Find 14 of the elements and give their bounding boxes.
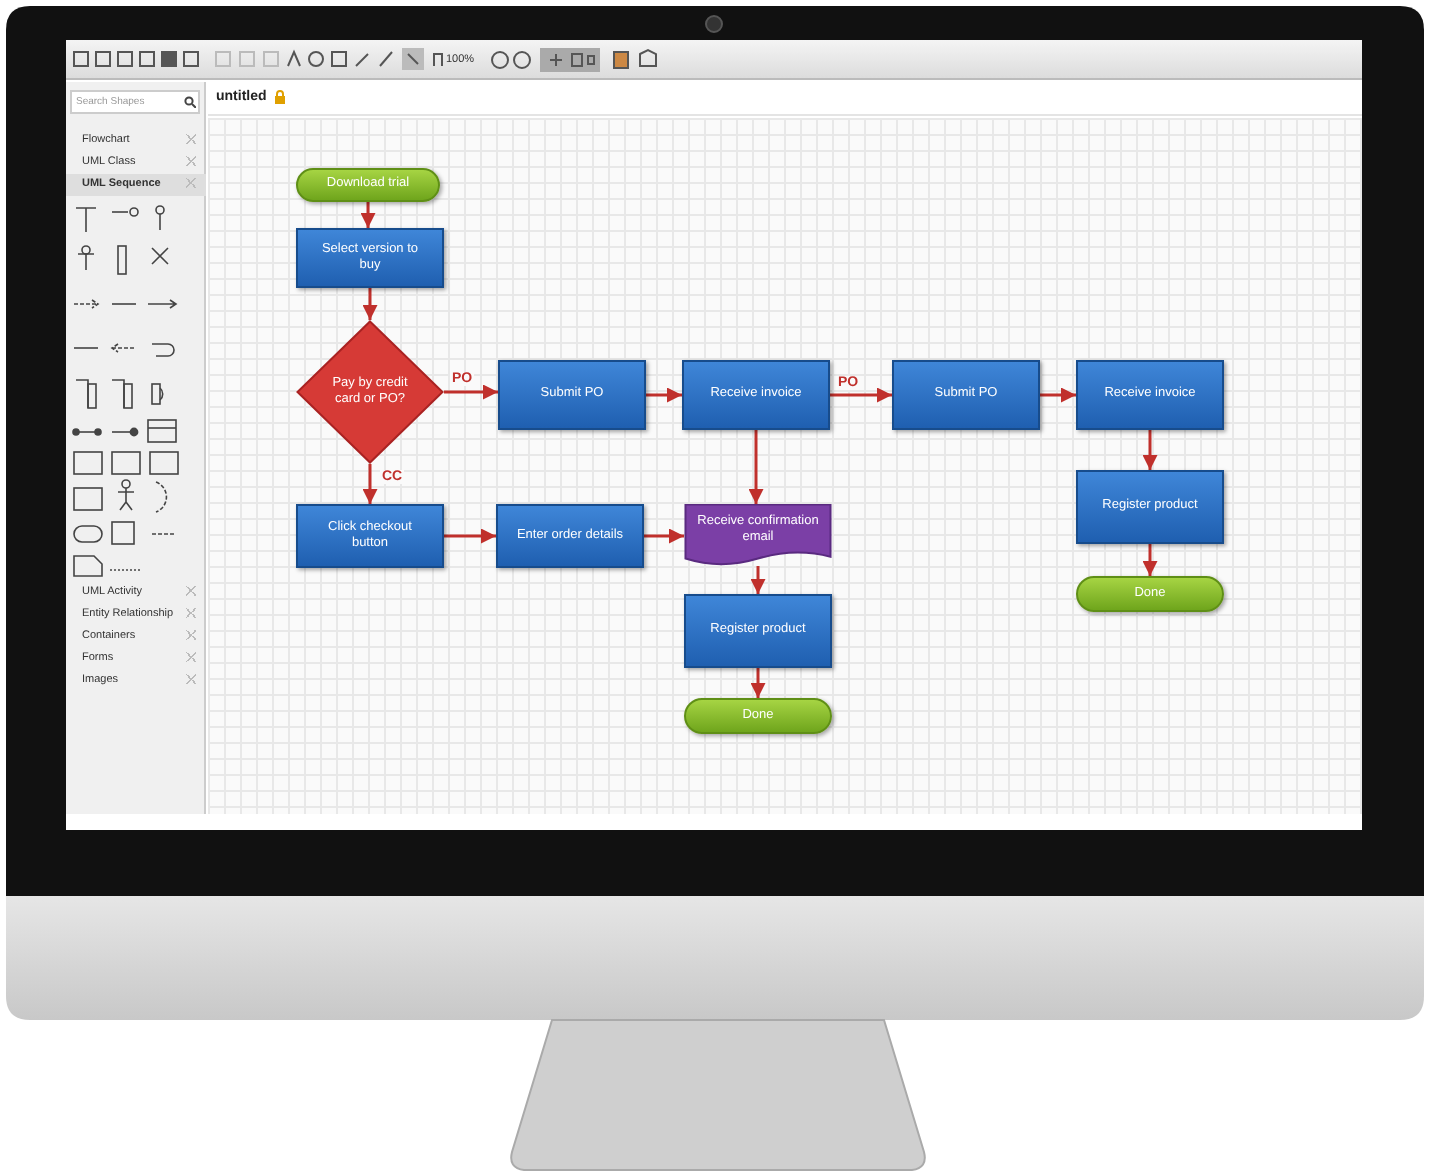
arrow <box>362 288 378 320</box>
arrow <box>750 566 766 594</box>
arrow <box>644 528 684 544</box>
arrow <box>646 387 682 403</box>
arrow <box>748 430 764 504</box>
arrow <box>750 668 766 698</box>
arrow <box>1142 544 1158 576</box>
arrow <box>1142 430 1158 470</box>
arrow <box>830 387 892 403</box>
arrow <box>444 528 496 544</box>
arrow <box>360 202 376 228</box>
arrow <box>1040 387 1076 403</box>
arrow <box>444 384 498 400</box>
arrow <box>362 464 378 504</box>
